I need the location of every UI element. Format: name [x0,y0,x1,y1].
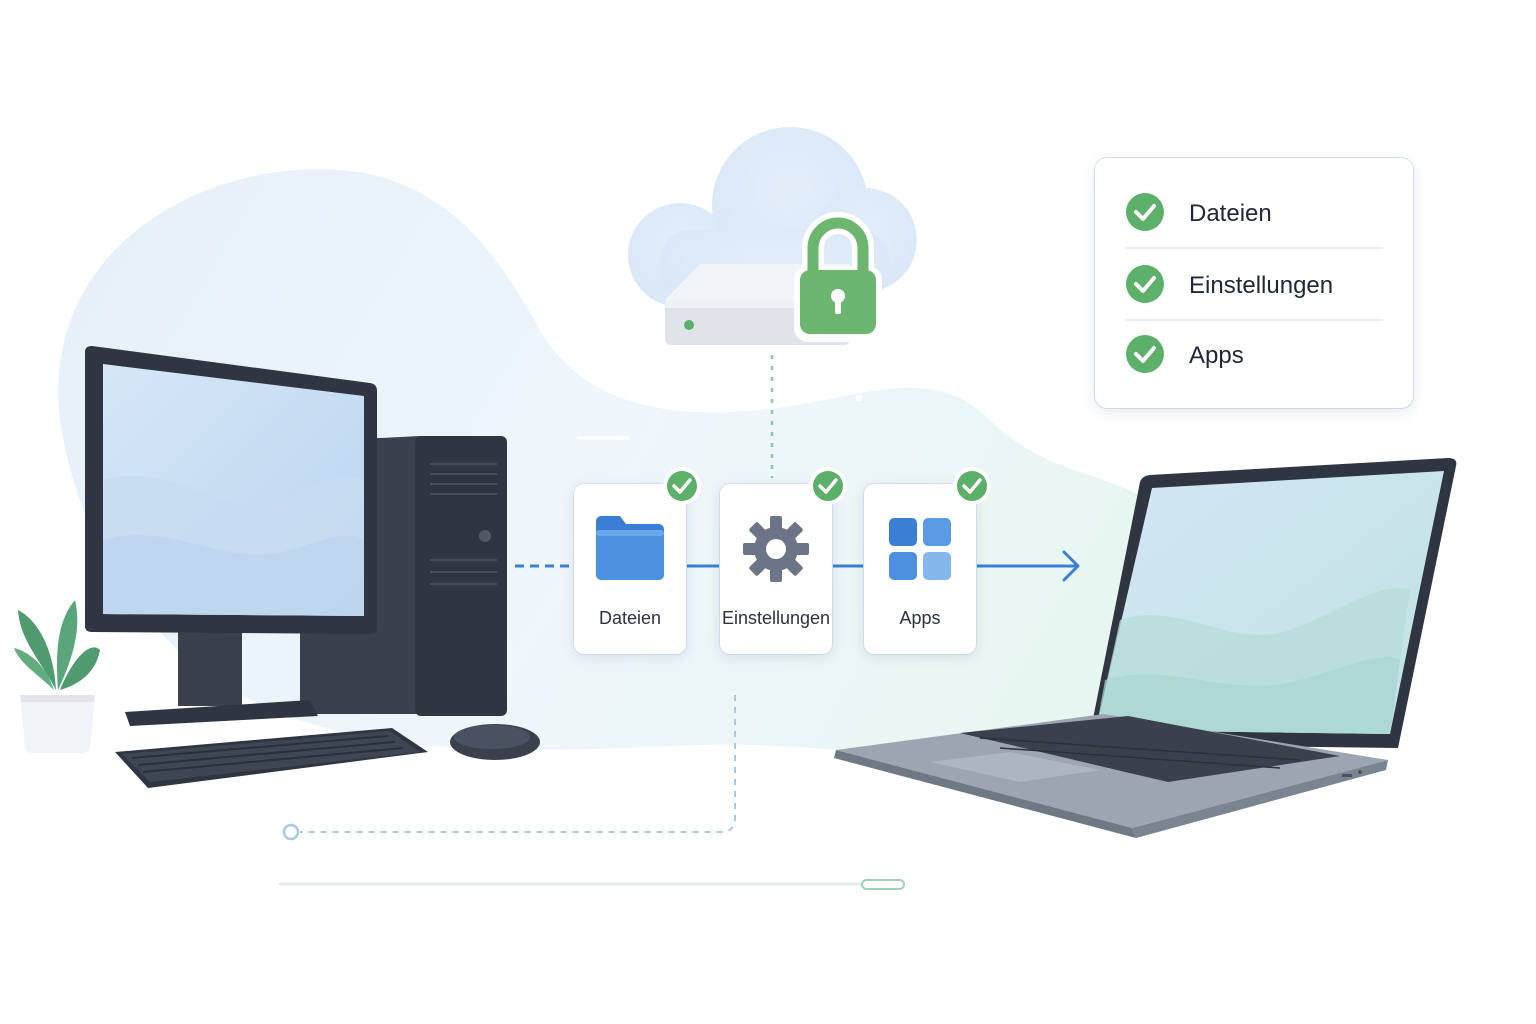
checklist-item: Dateien [1125,185,1383,243]
card-label-einstellungen: Einstellungen [721,608,831,628]
transfer-card: Dateien [574,467,701,654]
keyboard [115,728,428,788]
transfer-card: Apps [864,467,991,654]
transfer-card: Einstellungen [720,467,847,654]
check-icon [952,466,992,511]
progress-handle [861,879,905,890]
folder-icon [574,514,686,584]
lock-icon [794,212,882,342]
check-icon [1125,192,1165,237]
checklist-label-einstellungen: Einstellungen [1189,272,1334,299]
card-label-dateien: Dateien [598,608,662,628]
check-icon [662,466,702,511]
card-label-apps: Apps [899,608,941,628]
apps-grid-icon [864,514,976,584]
check-icon [1125,264,1165,309]
divider [1125,319,1383,321]
arrow-right-icon [976,550,1080,582]
divider [1125,247,1383,249]
gear-icon [720,514,832,584]
monitor [85,346,377,726]
plant-icon [14,600,100,753]
checklist-label-dateien: Dateien [1189,200,1272,227]
checklist-item: Einstellungen [1125,257,1383,315]
checklist-panel: Dateien Einstellungen Apps [1095,158,1413,408]
progress-dashed-path [300,695,736,833]
check-icon [808,466,848,511]
checklist-item: Apps [1125,327,1383,385]
path-start-node [282,823,300,841]
check-icon [1125,334,1165,379]
checklist-label-apps: Apps [1189,342,1244,369]
